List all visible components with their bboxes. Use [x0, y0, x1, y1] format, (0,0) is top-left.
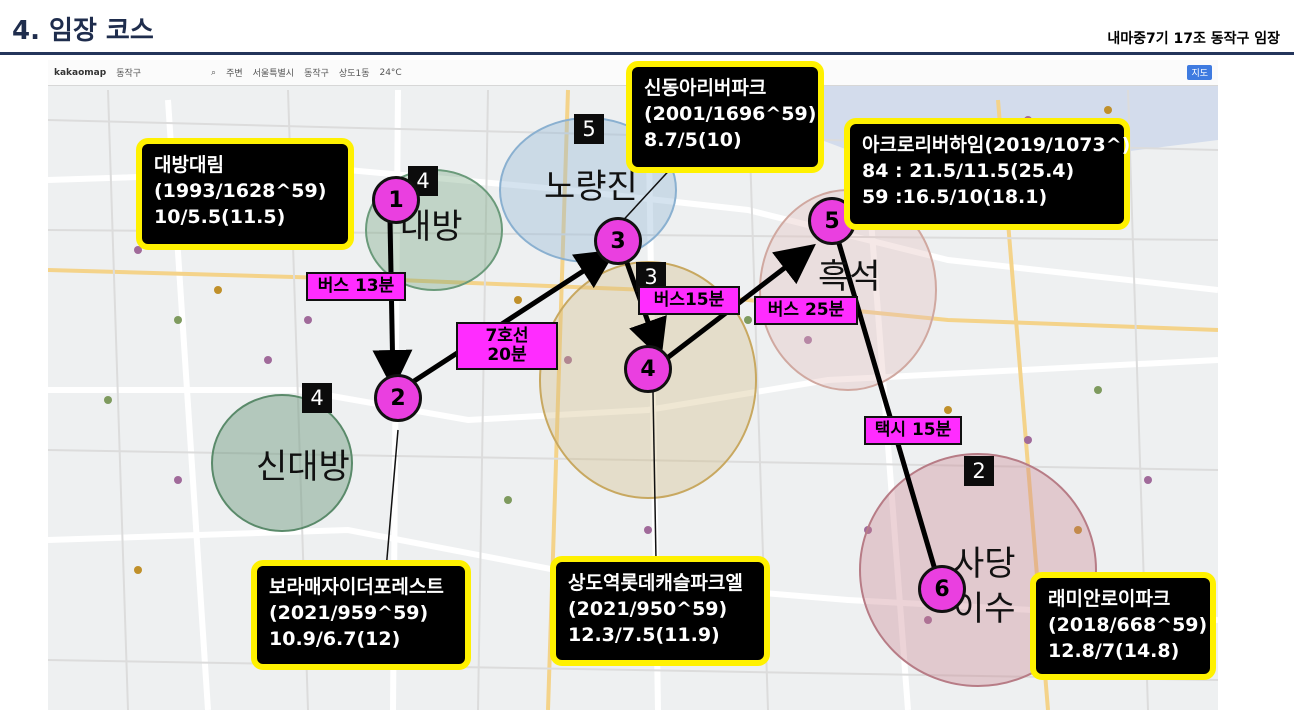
infobox-price: 10/5.5(11.5) [154, 206, 286, 228]
transit-label-5-6: 택시 15분 [864, 416, 962, 445]
stop-marker-6[interactable]: 6 [918, 565, 966, 613]
infobox-detail: (2001/1696^59) [644, 103, 817, 125]
infobox-name: 래미안로이파크 [1048, 588, 1171, 610]
district-sindaebang: 신대방 [256, 447, 350, 487]
transit-label-1-2: 버스 13분 [306, 272, 406, 301]
infobox-detail: (2021/950^59) [568, 598, 728, 620]
transit-label-4-5: 버스 25분 [754, 296, 858, 325]
stop-marker-2[interactable]: 2 [374, 374, 422, 422]
infobox-name: 상도역롯데캐슬파크엘 [568, 572, 743, 594]
infobox-name: 대방대림 [154, 154, 224, 176]
breadcrumb-2[interactable]: 동작구 [304, 69, 329, 79]
map-view-button[interactable]: 지도 [1187, 65, 1212, 80]
map-logo: kakaomap [54, 67, 107, 78]
infobox-price: 12.3/7.5(11.9) [568, 624, 720, 646]
area-number-sadang: 2 [964, 456, 994, 486]
route-2-3 [406, 249, 617, 388]
infobox-sindong-riverpark: 신동아리버파크 (2001/1696^59) 8.7/5(10) [626, 61, 824, 173]
district-noryangjin: 노량진 [544, 167, 638, 207]
infobox-sangdo-lotte: 상도역롯데캐슬파크엘 (2021/950^59) 12.3/7.5(11.9) [550, 556, 770, 666]
transit-label-2-3: 7호선 20분 [456, 322, 558, 370]
area-number-noryangjin: 5 [574, 114, 604, 144]
transit-label-2-3-line2: 20분 [487, 345, 527, 365]
transit-label-3-4: 버스15분 [638, 286, 740, 315]
map-search-value[interactable]: 동작구 [116, 69, 142, 79]
infobox-daebang-daerim: 대방대림 (1993/1628^59) 10/5.5(11.5) [136, 138, 354, 250]
stop-marker-4[interactable]: 4 [624, 345, 672, 393]
page-subtitle: 내마중7기 17조 동작구 임장 [1107, 31, 1280, 47]
weather-value: 24°C [379, 67, 402, 78]
transit-label-2-3-line1: 7호선 [485, 326, 529, 346]
page-title: 4. 임장 코스 [12, 16, 154, 46]
infobox-price: 10.9/6.7(12) [269, 628, 401, 650]
infobox-raemian-ipark: 래미안로이파크 (2018/668^59) 12.8/7(14.8) [1030, 572, 1216, 680]
map-base [48, 60, 1218, 710]
infobox-acro-river-heim: 아크로리버하임(2019/1073^) 84 : 21.5/11.5(25.4)… [844, 118, 1130, 230]
stop-marker-1[interactable]: 1 [372, 176, 420, 224]
breadcrumb-1[interactable]: 서울특별시 [252, 69, 295, 79]
district-sadang: 사당 [953, 544, 1016, 584]
infobox-boramae-xi: 보라매자이더포레스트 (2021/959^59) 10.9/6.7(12) [251, 560, 471, 670]
stop-marker-3[interactable]: 3 [594, 217, 642, 265]
infobox-price: 12.8/7(14.8) [1048, 640, 1180, 662]
infobox-name: 신동아리버파크 [644, 77, 767, 99]
infobox-price: 8.7/5(10) [644, 129, 742, 151]
infobox-name: 아크로리버하임(2019/1073^) [862, 134, 1131, 156]
sindaebang-area [211, 394, 353, 532]
infobox-detail: 84 : 21.5/11.5(25.4) [862, 160, 1075, 182]
breadcrumb-0[interactable]: 주변 [226, 69, 243, 79]
district-heukseok: 흑석 [818, 257, 881, 297]
header-divider [0, 52, 1294, 55]
infobox-detail: (2018/668^59) [1048, 614, 1208, 636]
search-icon[interactable]: ⌕ [211, 67, 217, 78]
area-number-sindaebang: 4 [302, 383, 332, 413]
breadcrumb-3[interactable]: 상도1동 [338, 69, 370, 79]
infobox-detail: (2021/959^59) [269, 602, 429, 624]
infobox-detail: (1993/1628^59) [154, 180, 327, 202]
infobox-name: 보라매자이더포레스트 [269, 576, 444, 598]
infobox-price: 59 :16.5/10(18.1) [862, 186, 1048, 208]
poi-markers [104, 106, 1172, 664]
